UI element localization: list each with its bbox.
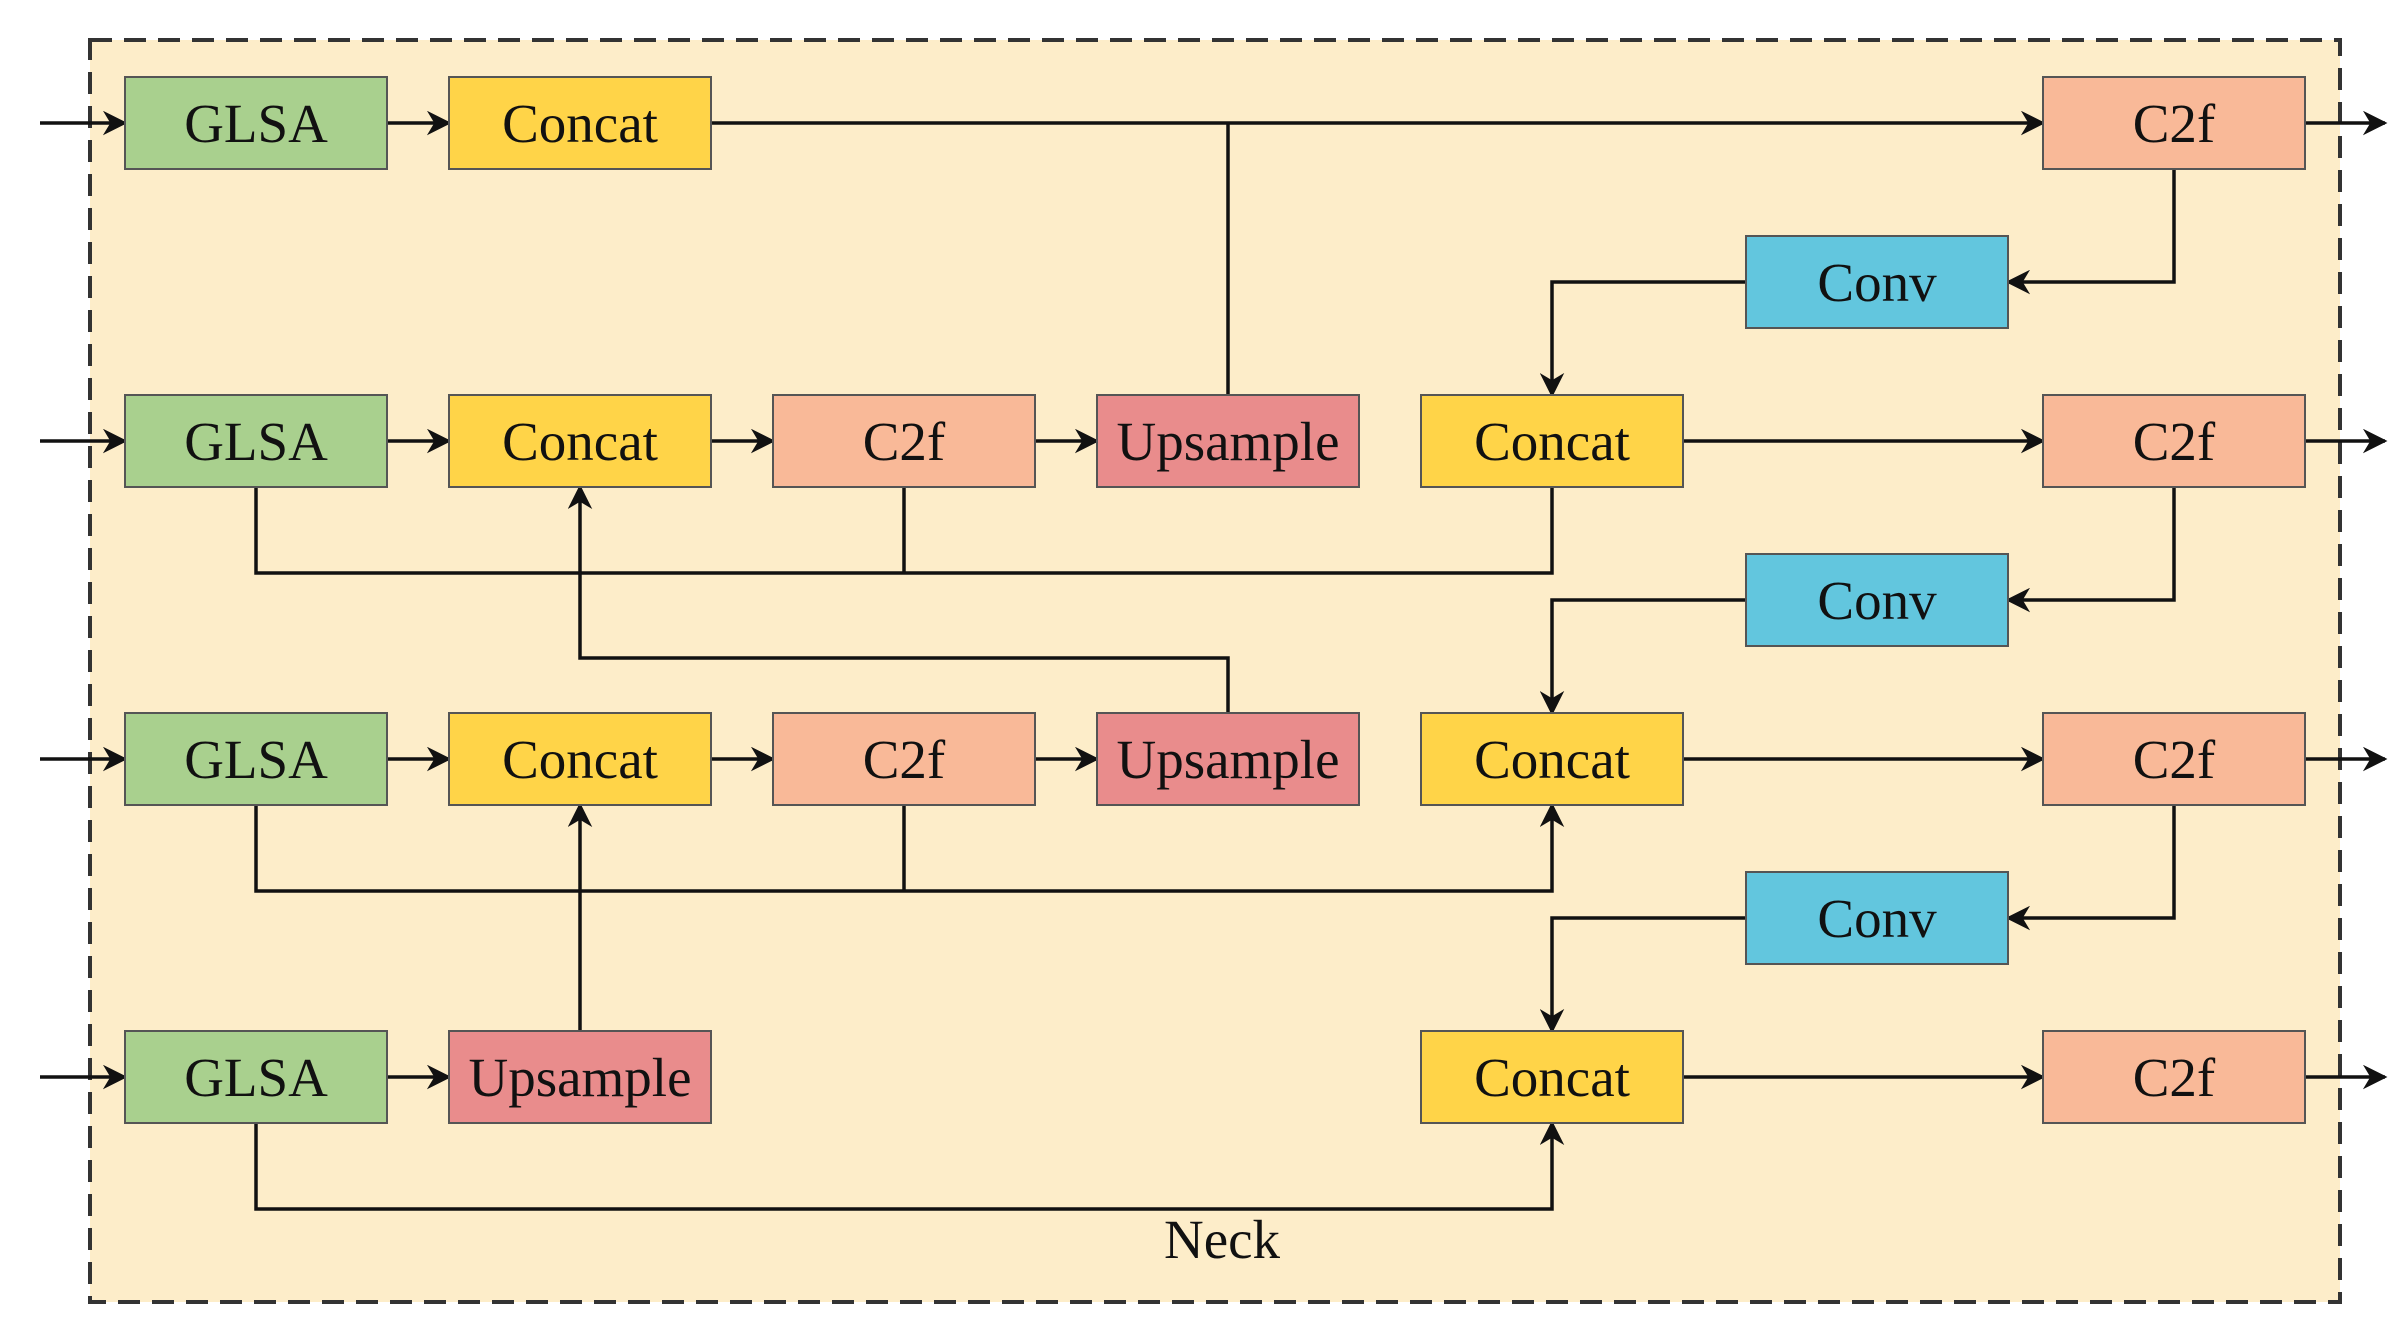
node-box-concat_r3: [1420, 712, 1684, 806]
edge-glsa4-to-concat_r4: [254, 1120, 1565, 1211]
neck-container: [88, 38, 2342, 1304]
node-label-concat_r4: Concat: [1474, 1047, 1630, 1108]
edge-up3-to-concat2: [567, 484, 1230, 713]
node-conv3: Conv: [1745, 871, 2009, 965]
node-label-concat2: Concat: [502, 411, 658, 472]
node-glsa3: GLSA: [124, 712, 388, 806]
node-label-concat1: Concat: [502, 93, 658, 154]
node-label-glsa4: GLSA: [184, 1047, 328, 1108]
edge-conv3-to-concat_r4: [1539, 916, 1746, 1034]
node-label-c2f3: C2f: [863, 729, 946, 790]
node-label-up4: Upsample: [468, 1047, 691, 1108]
node-box-conv2: [1745, 553, 2009, 647]
node-box-c2f2: [772, 394, 1036, 488]
node-box-glsa3: [124, 712, 388, 806]
node-box-c2f_out3: [2042, 712, 2306, 806]
edge-conv2-to-concat_r3: [1539, 598, 1746, 716]
node-box-glsa2: [124, 394, 388, 488]
node-glsa2: GLSA: [124, 394, 388, 488]
node-glsa4: GLSA: [124, 1030, 388, 1124]
node-label-concat_r2: Concat: [1474, 411, 1630, 472]
node-box-conv1: [1745, 235, 2009, 329]
node-box-c2f_out2: [2042, 394, 2306, 488]
edge-c2f_out1-to-conv1: [2005, 169, 2176, 295]
node-box-conv3: [1745, 871, 2009, 965]
node-box-c2f_out1: [2042, 76, 2306, 170]
node-box-concat2: [448, 394, 712, 488]
node-label-up3: Upsample: [1116, 729, 1339, 790]
node-label-c2f2: C2f: [863, 411, 946, 472]
node-box-glsa1: [124, 76, 388, 170]
edge-c2f_out2-to-conv2: [2005, 487, 2176, 613]
node-box-glsa4: [124, 1030, 388, 1124]
node-box-concat3: [448, 712, 712, 806]
node-c2f_out2: C2f: [2042, 394, 2306, 488]
node-label-conv3: Conv: [1817, 888, 1937, 949]
node-concat2: Concat: [448, 394, 712, 488]
node-label-c2f_out2: C2f: [2133, 411, 2216, 472]
node-label-conv1: Conv: [1817, 252, 1937, 313]
node-label-c2f_out4: C2f: [2133, 1047, 2216, 1108]
node-box-concat_r2: [1420, 394, 1684, 488]
node-concat_r2: Concat: [1420, 394, 1684, 488]
node-glsa1: GLSA: [124, 76, 388, 170]
node-box-c2f_out4: [2042, 1030, 2306, 1124]
node-box-concat1: [448, 76, 712, 170]
node-concat_r3: Concat: [1420, 712, 1684, 806]
node-c2f_out3: C2f: [2042, 712, 2306, 806]
edge-c2f_out3-to-conv3: [2005, 805, 2176, 931]
neck-label: Neck: [1164, 1209, 1281, 1270]
node-label-concat_r3: Concat: [1474, 729, 1630, 790]
node-box-up3: [1096, 712, 1360, 806]
node-label-up2: Upsample: [1116, 411, 1339, 472]
node-concat1: Concat: [448, 76, 712, 170]
node-box-up2: [1096, 394, 1360, 488]
node-concat3: Concat: [448, 712, 712, 806]
node-label-glsa3: GLSA: [184, 729, 328, 790]
node-label-c2f_out3: C2f: [2133, 729, 2216, 790]
node-label-glsa1: GLSA: [184, 93, 328, 154]
node-c2f3: C2f: [772, 712, 1036, 806]
node-c2f_out1: C2f: [2042, 76, 2306, 170]
edge-conv1-to-concat_r2: [1539, 280, 1746, 398]
node-label-c2f_out1: C2f: [2133, 93, 2216, 154]
node-c2f2: C2f: [772, 394, 1036, 488]
node-c2f_out4: C2f: [2042, 1030, 2306, 1124]
node-conv2: Conv: [1745, 553, 2009, 647]
node-up4: Upsample: [448, 1030, 712, 1124]
node-box-concat_r4: [1420, 1030, 1684, 1124]
node-conv1: Conv: [1745, 235, 2009, 329]
node-box-up4: [448, 1030, 712, 1124]
node-concat_r4: Concat: [1420, 1030, 1684, 1124]
node-label-concat3: Concat: [502, 729, 658, 790]
node-up2: Upsample: [1096, 394, 1360, 488]
node-box-c2f3: [772, 712, 1036, 806]
node-up3: Upsample: [1096, 712, 1360, 806]
node-label-conv2: Conv: [1817, 570, 1937, 631]
node-label-glsa2: GLSA: [184, 411, 328, 472]
edges: [40, 110, 2388, 1211]
